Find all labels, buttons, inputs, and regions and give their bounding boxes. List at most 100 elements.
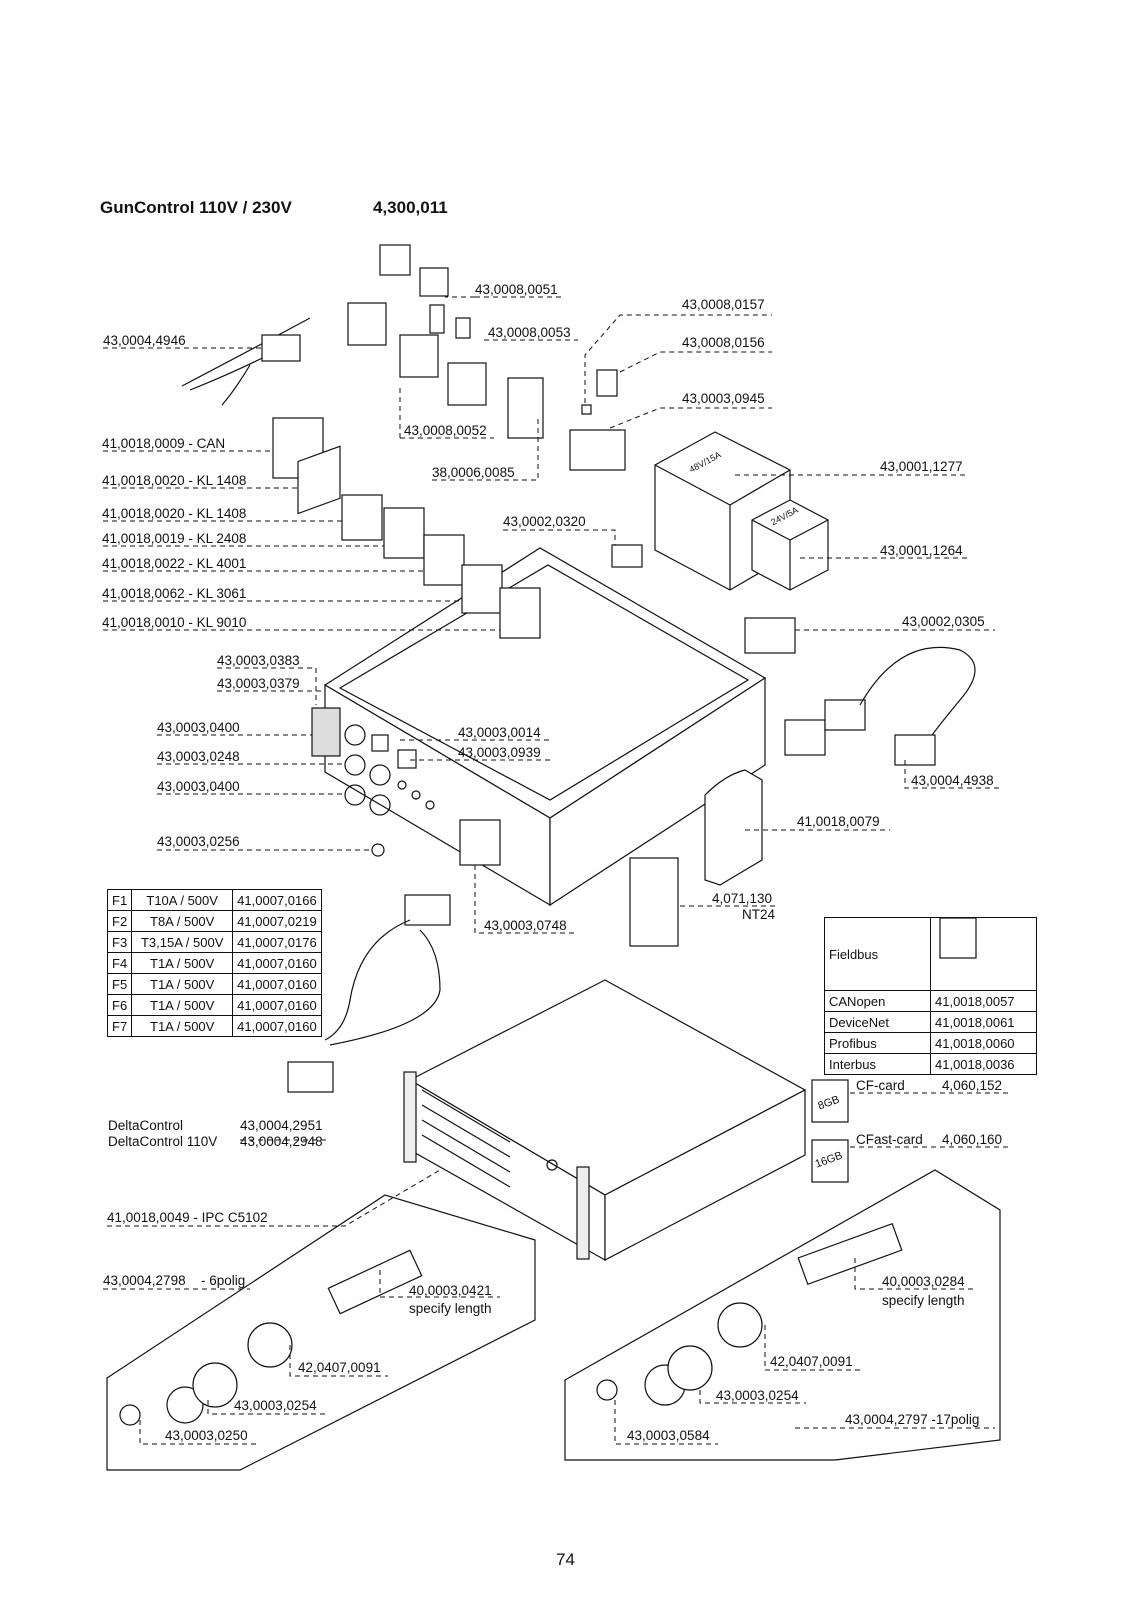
fieldbus-icon-cell [930,917,1037,991]
key-switch [611,544,643,568]
fieldbus-type: CANopen [824,990,931,1012]
relay-base [507,377,544,439]
relay-43-0008-0156 [596,369,618,397]
page-title: GunControl 110V / 230V [100,198,292,217]
label-inlet: 43,0003,0748 [484,918,567,933]
label-deltacontrol-110v: DeltaControl 110V [108,1134,218,1149]
label-kit-17polig: 43,0004,2797 -17polig [845,1412,980,1427]
power-inlet [459,819,501,866]
mains-cable [287,894,451,1093]
assembly-number: 4,300,011 [373,198,448,217]
fuse-rating: T1A / 500V [131,952,234,974]
ipc-computer [403,979,807,1262]
fieldbus-part-number: 41,0018,0036 [930,1053,1037,1075]
label-6polig: - 6polig [201,1273,246,1288]
holder-43-0003-0945 [569,429,626,471]
label-bridge: 43,0008,0053 [488,325,571,340]
kit-6polig-box [106,1194,536,1471]
fuse-rating: T1A / 500V [131,1015,234,1037]
label-can: 41,0018,0009 - CAN [102,436,226,451]
power-supply-24v [751,499,829,591]
label-cable-0421: 40,0003,0421 [409,1283,492,1298]
label-cf-card-num: 4,060,152 [942,1078,1003,1093]
fuse-part-number: 41,0007,0160 [232,1015,322,1037]
fuse-rating: T1A / 500V [131,973,234,995]
label-deltacontrol: DeltaControl [108,1118,184,1133]
label-psu-24v: 43,0001,1264 [880,543,963,558]
fuse-part-number: 41,0007,0160 [232,994,322,1016]
fuse-id: F5 [106,973,133,995]
fieldbus-part-number: 41,0018,0061 [930,1011,1037,1033]
label-key-switch: 43,0002,0320 [503,514,586,529]
fieldbus-part-number: 41,0018,0057 [930,990,1037,1012]
remote-cable [784,646,976,766]
fieldbus-type: DeviceNet [824,1011,931,1033]
nt24-board [629,857,679,947]
enclosure-housing [323,547,767,907]
label-side-cover: 41,0018,0079 [797,814,880,829]
label-nt24: NT24 [742,907,776,922]
connector-parts-17polig [596,1222,903,1406]
label-0248: 43,0003,0248 [157,749,240,764]
label-psu-48v: 43,0001,1277 [880,459,963,474]
label-kl1408-b: 41,0018,0020 - KL 1408 [102,506,247,521]
label-nut-a: 42,0407,0091 [298,1360,381,1375]
connector-parts-6polig [119,1249,423,1426]
fuse-rating: T10A / 500V [131,889,234,911]
fieldbus-type: Interbus [824,1053,931,1075]
side-cover-41-0018-0079 [704,769,763,886]
label-housing-a: 43,0003,0254 [234,1398,317,1413]
fuse-id: F1 [106,889,133,911]
label-kl9010: 41,0018,0010 - KL 9010 [102,615,247,630]
fuse-part-number: 41,0007,0166 [232,889,322,911]
label-cable: 43,0004,4946 [103,333,186,348]
fuse-part-number: 41,0007,0160 [232,952,322,974]
label-housing-b: 43,0003,0254 [716,1388,799,1403]
kit-17polig-box [564,1169,1001,1461]
label-0383: 43,0003,0383 [217,653,300,668]
fuse-id: F7 [106,1015,133,1037]
front-panel-components [311,707,435,857]
label-specify-length-a: specify length [409,1301,492,1316]
label-cfast-card: CFast-card [856,1132,923,1147]
label-relay-small: 43,0008,0157 [682,297,765,312]
label-specify-length-b: specify length [882,1293,965,1308]
label-relay: 43,0008,0156 [682,335,765,350]
label-0400-b: 43,0003,0400 [157,779,240,794]
label-remote: 43,0004,4938 [911,773,994,788]
fuse-part-number: 41,0007,0176 [232,931,322,953]
bus-terminals [272,417,541,639]
label-contactor-aux: 43,0008,0051 [475,282,558,297]
table-header-row: Fieldbus [824,917,1037,991]
label-kl3061: 41,0018,0062 - KL 3061 [102,586,247,601]
label-fuse-holder: 43,0003,0256 [157,834,240,849]
label-relay-base: 38,0006,0085 [432,465,515,480]
fuse-rating: T3,15A / 500V [131,931,234,953]
fieldbus-header: Fieldbus [824,917,931,991]
fuse-id: F2 [106,910,133,932]
label-cable-0284: 40,0003,0284 [882,1274,965,1289]
fuse-id: F6 [106,994,133,1016]
label-deltacontrol-num: 43,0004,2951 [240,1118,323,1133]
label-0014: 43,0003,0014 [458,725,541,740]
fuse-rating: T1A / 500V [131,994,234,1016]
label-deltacontrol-110v-num: 43,0004,2948 [240,1134,323,1149]
fuse-part-number: 41,0007,0160 [232,973,322,995]
label-insert-6polig: 43,0003,0250 [165,1428,248,1443]
label-connector: 43,0002,0305 [902,614,985,629]
label-kl4001: 41,0018,0022 - KL 4001 [102,556,247,571]
